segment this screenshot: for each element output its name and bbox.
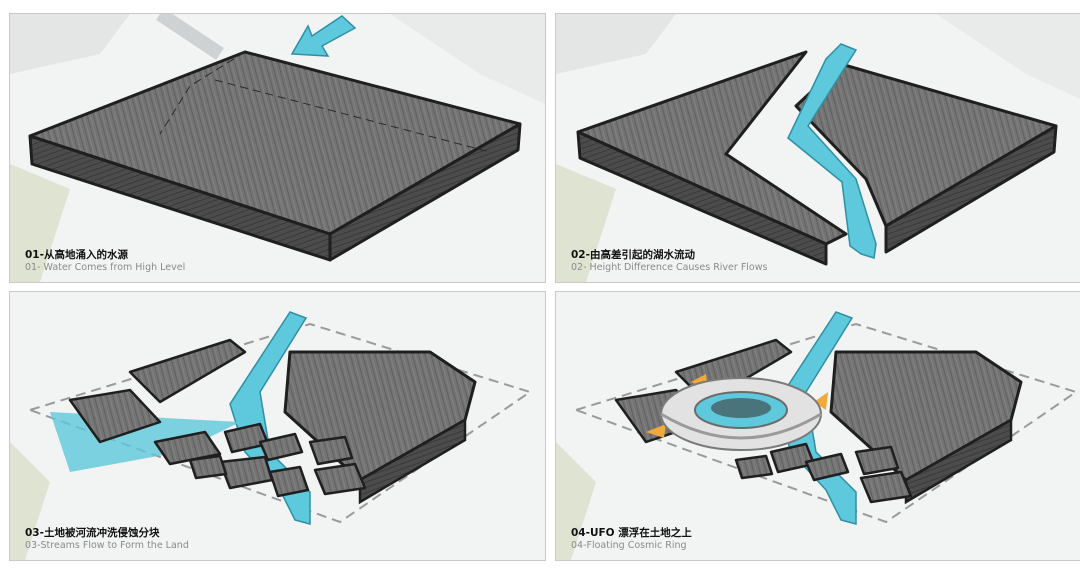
panel-1-subtitle: 01- Water Comes from High Level [25, 262, 186, 273]
panel-4-title: 04-UFO 漂浮在土地之上 [571, 527, 692, 539]
panel-3-subtitle: 03-Streams Flow to Form the Land [25, 540, 189, 551]
panel-1: 01-从高地涌入的水源 01- Water Comes from High Le… [9, 13, 546, 283]
panel-2-subtitle: 02- Height Difference Causes River Flows [571, 262, 768, 273]
panel-3: 03-土地被河流冲洗侵蚀分块 03-Streams Flow to Form t… [9, 291, 546, 561]
panel-2-caption: 02-由高差引起的湖水流动 02- Height Difference Caus… [571, 249, 767, 274]
panel-4-subtitle: 04-Floating Cosmic Ring [571, 540, 687, 551]
river [787, 43, 877, 259]
panel-3-illustration [10, 311, 533, 560]
panel-4: 04-UFO 漂浮在土地之上 04-Floating Cosmic Ring [555, 291, 1080, 561]
panel-3-caption: 03-土地被河流冲洗侵蚀分块 03-Streams Flow to Form t… [25, 527, 189, 552]
panel-1-caption: 01-从高地涌入的水源 01- Water Comes from High Le… [25, 249, 185, 274]
panel-4-caption: 04-UFO 漂浮在土地之上 04-Floating Cosmic Ring [571, 527, 692, 552]
cosmic-ring [660, 377, 822, 451]
panel-1-illustration [10, 14, 545, 282]
panel-4-illustration [556, 311, 1079, 560]
panel-2-illustration [556, 14, 1080, 282]
water-arrow [290, 15, 357, 57]
panel-3-title: 03-土地被河流冲洗侵蚀分块 [25, 527, 160, 539]
panel-1-title: 01-从高地涌入的水源 [25, 249, 128, 261]
panel-2: 02-由高差引起的湖水流动 02- Height Difference Caus… [555, 13, 1080, 283]
panel-2-title: 02-由高差引起的湖水流动 [571, 249, 695, 261]
